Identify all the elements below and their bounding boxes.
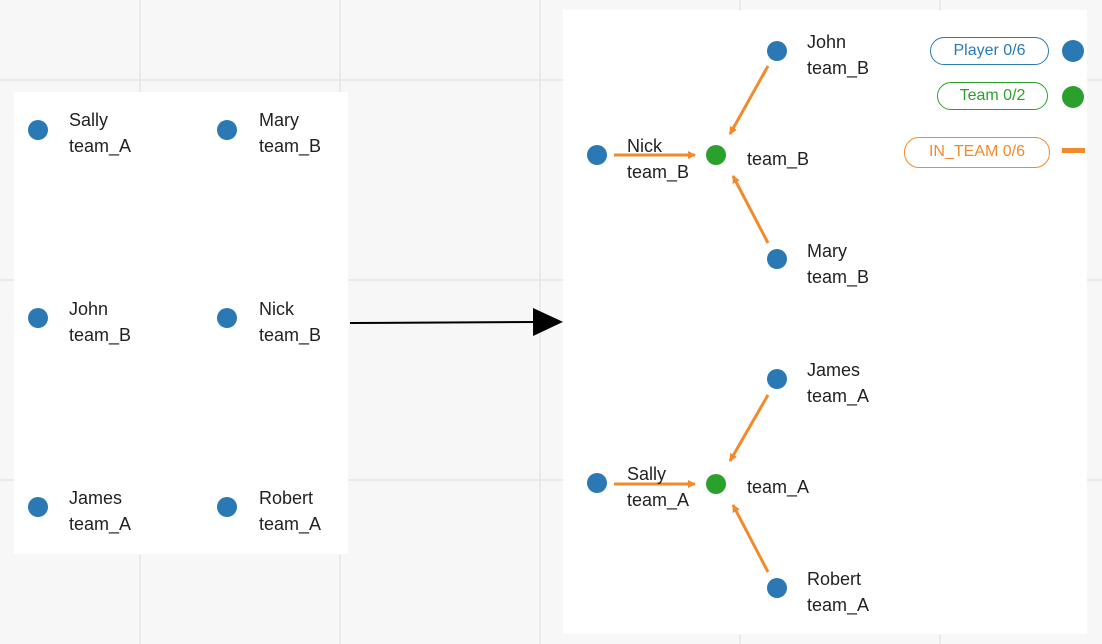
- player-node-dot[interactable]: [217, 497, 237, 517]
- player-node-dot[interactable]: [217, 120, 237, 140]
- legend-team-dot[interactable]: [1062, 86, 1084, 108]
- player-node-dot[interactable]: [767, 249, 787, 269]
- legend-in-team-line[interactable]: [1062, 148, 1085, 153]
- player-node-dot[interactable]: [587, 145, 607, 165]
- after-panel: [563, 10, 1087, 634]
- player-node-dot[interactable]: [28, 497, 48, 517]
- player-node-dot[interactable]: [767, 578, 787, 598]
- player-node-dot[interactable]: [217, 308, 237, 328]
- team-node-dot[interactable]: [706, 145, 726, 165]
- team-node-label: team_A: [747, 477, 810, 497]
- team-node-dot[interactable]: [706, 474, 726, 494]
- player-node-dot[interactable]: [28, 308, 48, 328]
- player-node-dot[interactable]: [28, 120, 48, 140]
- legend-player-pill[interactable]: Player 0/6: [930, 37, 1049, 65]
- team-node-label: team_B: [747, 149, 810, 169]
- before-panel: [14, 92, 348, 554]
- legend-team-pill[interactable]: Team 0/2: [937, 82, 1048, 110]
- player-node-dot[interactable]: [587, 473, 607, 493]
- legend-player-dot[interactable]: [1062, 40, 1084, 62]
- player-node-dot[interactable]: [767, 41, 787, 61]
- player-node-dot[interactable]: [767, 369, 787, 389]
- legend-in-team-pill[interactable]: IN_TEAM 0/6: [904, 137, 1050, 168]
